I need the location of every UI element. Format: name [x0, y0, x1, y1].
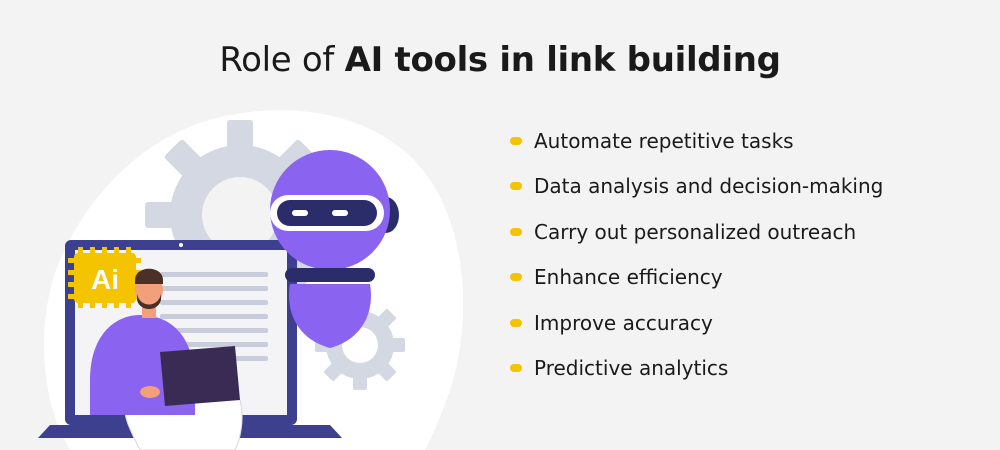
title-bold: AI tools in link building — [344, 40, 781, 80]
list-item-label: Predictive analytics — [534, 356, 729, 381]
bullet-dot-icon — [510, 364, 522, 373]
list-item-label: Enhance efficiency — [534, 265, 723, 290]
title-lead: Role of — [219, 40, 345, 80]
list-item: Data analysis and decision-making — [510, 164, 883, 210]
list-item-label: Automate repetitive tasks — [534, 128, 794, 153]
bullet-dot-icon — [510, 318, 522, 327]
ai-chip-icon: Ai — [68, 247, 141, 308]
list-item-label: Carry out personalized outreach — [534, 219, 857, 244]
person-laptop — [160, 346, 240, 406]
robot-icon — [270, 150, 399, 348]
list-item: Predictive analytics — [510, 346, 883, 392]
person-illustration — [90, 268, 243, 450]
list-item: Automate repetitive tasks — [510, 118, 883, 164]
bullet-dot-icon — [510, 227, 522, 236]
bullet-dot-icon — [510, 136, 522, 145]
ai-illustration: Ai — [38, 110, 464, 450]
list-item-label: Data analysis and decision-making — [534, 174, 884, 199]
benefits-list: Automate repetitive tasks Data analysis … — [510, 118, 883, 391]
list-item: Improve accuracy — [510, 300, 883, 346]
list-item: Carry out personalized outreach — [510, 209, 883, 255]
ai-chip-label: Ai — [91, 264, 119, 295]
list-item: Enhance efficiency — [510, 255, 883, 301]
bullet-dot-icon — [510, 273, 522, 282]
list-item-label: Improve accuracy — [534, 310, 713, 335]
bullet-dot-icon — [510, 182, 522, 191]
page-title: Role of AI tools in link building — [0, 40, 1000, 80]
